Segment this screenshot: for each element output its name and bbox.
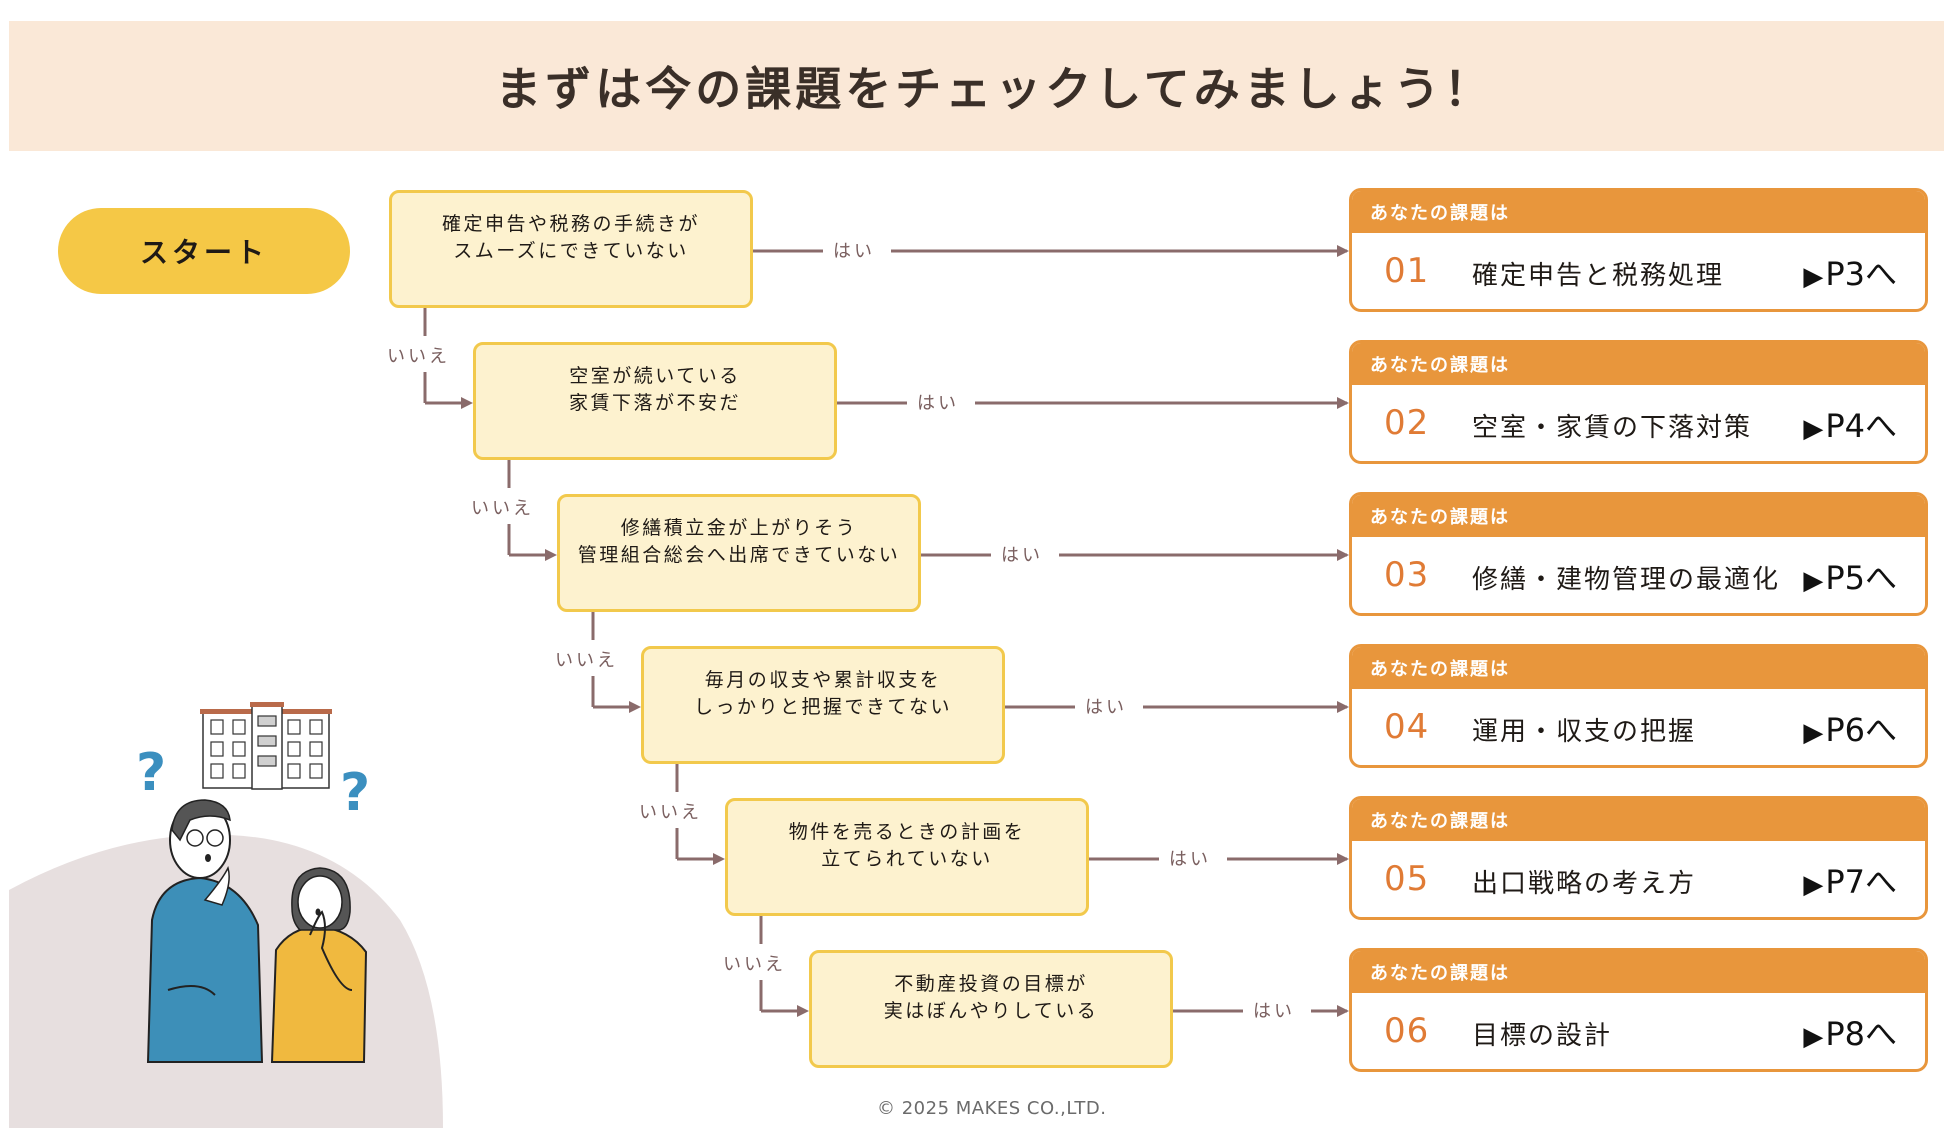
- result-header: あなたの課題は: [1352, 495, 1925, 537]
- play-triangle-icon: ▶: [1803, 870, 1824, 900]
- play-triangle-icon: ▶: [1803, 718, 1824, 748]
- yes-label: はい: [917, 389, 959, 415]
- result-number: 03: [1384, 555, 1430, 595]
- result-card-05[interactable]: あなたの課題は 05 出口戦略の考え方 ▶P7へ: [1349, 796, 1928, 920]
- result-card-02[interactable]: あなたの課題は 02 空室・家賃の下落対策 ▶P4へ: [1349, 340, 1928, 464]
- result-number: 04: [1384, 707, 1430, 747]
- yes-arrow-head: [1337, 549, 1349, 561]
- no-label: いいえ: [387, 342, 450, 368]
- yes-label: はい: [1253, 997, 1295, 1023]
- page-link[interactable]: ▶P7へ: [1803, 857, 1897, 903]
- start-button[interactable]: スタート: [58, 208, 350, 294]
- result-header: あなたの課題は: [1352, 799, 1925, 841]
- yes-label: はい: [1001, 541, 1043, 567]
- result-header: あなたの課題は: [1352, 191, 1925, 233]
- result-body: 05 出口戦略の考え方 ▶P7へ: [1352, 841, 1925, 917]
- question-line-1: 修繕積立金が上がりそう: [620, 517, 858, 539]
- result-card-06[interactable]: あなたの課題は 06 目標の設計 ▶P8へ: [1349, 948, 1928, 1072]
- result-body: 03 修繕・建物管理の最適化 ▶P5へ: [1352, 537, 1925, 613]
- result-card-03[interactable]: あなたの課題は 03 修繕・建物管理の最適化 ▶P5へ: [1349, 492, 1928, 616]
- no-label: いいえ: [723, 950, 786, 976]
- couple-thinking-illustration: ? ?: [9, 702, 443, 1128]
- yes-label: はい: [1169, 845, 1211, 871]
- result-number: 06: [1384, 1011, 1430, 1051]
- page-link[interactable]: ▶P3へ: [1803, 249, 1897, 295]
- no-label: いいえ: [639, 798, 702, 824]
- question-line-2: 管理組合総会へ出席できていない: [577, 544, 901, 566]
- copyright: © 2025 MAKES CO.,LTD.: [877, 1098, 1107, 1119]
- no-label: いいえ: [555, 646, 618, 672]
- question-line-1: 物件を売るときの計画を: [788, 821, 1026, 843]
- question-line-1: 毎月の収支や累計収支を: [704, 669, 942, 691]
- question-line-2: 実はぼんやりしている: [883, 1000, 1099, 1022]
- result-title: 修繕・建物管理の最適化: [1472, 565, 1781, 595]
- result-card-01[interactable]: あなたの課題は 01 確定申告と税務処理 ▶P3へ: [1349, 188, 1928, 312]
- page-title: まずは今の課題をチェックしてみましょう！: [495, 62, 1494, 116]
- result-body: 04 運用・収支の把握 ▶P6へ: [1352, 689, 1925, 765]
- play-triangle-icon: ▶: [1803, 414, 1824, 444]
- result-title: 確定申告と税務処理: [1472, 261, 1725, 291]
- no-arrow-head: [461, 397, 473, 409]
- question-box-4[interactable]: 毎月の収支や累計収支を しっかりと把握できてない: [641, 646, 1005, 764]
- question-line-1: 確定申告や税務の手続きが: [441, 213, 700, 235]
- question-line-1: 空室が続いている: [569, 365, 741, 387]
- result-number: 05: [1384, 859, 1430, 899]
- question-box-6[interactable]: 不動産投資の目標が 実はぼんやりしている: [809, 950, 1173, 1068]
- result-body: 02 空室・家賃の下落対策 ▶P4へ: [1352, 385, 1925, 461]
- page-link[interactable]: ▶P6へ: [1803, 705, 1897, 751]
- result-header: あなたの課題は: [1352, 647, 1925, 689]
- page-link-label: P5へ: [1825, 559, 1897, 597]
- yes-arrow-head: [1337, 397, 1349, 409]
- yes-arrow-head: [1337, 1005, 1349, 1017]
- page-link-label: P8へ: [1825, 1015, 1897, 1053]
- no-arrow-head: [713, 853, 725, 865]
- result-number: 01: [1384, 251, 1430, 291]
- header-band: まずは今の課題をチェックしてみましょう！: [9, 21, 1944, 151]
- no-arrow-head: [797, 1005, 809, 1017]
- man-figure: [146, 799, 264, 1063]
- question-mark-icon: ?: [136, 743, 166, 803]
- question-mark-icon: ?: [340, 763, 370, 823]
- result-body: 06 目標の設計 ▶P8へ: [1352, 993, 1925, 1069]
- yes-arrow-head: [1337, 853, 1349, 865]
- page-link-label: P7へ: [1825, 863, 1897, 901]
- question-line-2: 立てられていない: [821, 848, 993, 870]
- question-line-2: 家賃下落が不安だ: [568, 392, 741, 414]
- question-line-2: スムーズにできていない: [453, 240, 689, 262]
- result-title: 空室・家賃の下落対策: [1472, 413, 1753, 443]
- apartment-building-icon: [200, 702, 332, 790]
- page-link-label: P6へ: [1825, 711, 1897, 749]
- play-triangle-icon: ▶: [1803, 262, 1824, 292]
- question-box-1[interactable]: 確定申告や税務の手続きが スムーズにできていない: [389, 190, 753, 308]
- yes-label: はい: [1085, 693, 1127, 719]
- result-title: 目標の設計: [1472, 1021, 1613, 1051]
- result-header: あなたの課題は: [1352, 343, 1925, 385]
- result-title: 出口戦略の考え方: [1472, 869, 1697, 899]
- question-line-1: 不動産投資の目標が: [894, 973, 1088, 995]
- result-title: 運用・収支の把握: [1472, 717, 1697, 747]
- no-arrow-head: [629, 701, 641, 713]
- question-box-2[interactable]: 空室が続いている 家賃下落が不安だ: [473, 342, 837, 460]
- yes-arrow-head: [1337, 701, 1349, 713]
- result-number: 02: [1384, 403, 1430, 443]
- play-triangle-icon: ▶: [1803, 566, 1824, 596]
- question-line-2: しっかりと把握できてない: [693, 696, 952, 718]
- result-card-04[interactable]: あなたの課題は 04 運用・収支の把握 ▶P6へ: [1349, 644, 1928, 768]
- woman-figure: [270, 867, 368, 1063]
- question-box-3[interactable]: 修繕積立金が上がりそう 管理組合総会へ出席できていない: [557, 494, 921, 612]
- result-body: 01 確定申告と税務処理 ▶P3へ: [1352, 233, 1925, 309]
- question-box-5[interactable]: 物件を売るときの計画を 立てられていない: [725, 798, 1089, 916]
- page-link-label: P4へ: [1825, 407, 1897, 445]
- no-arrow-head: [545, 549, 557, 561]
- result-header: あなたの課題は: [1352, 951, 1925, 993]
- page-link-label: P3へ: [1825, 255, 1897, 293]
- yes-arrow-head: [1337, 245, 1349, 257]
- yes-label: はい: [833, 237, 875, 263]
- page-link[interactable]: ▶P8へ: [1803, 1009, 1897, 1055]
- page-link[interactable]: ▶P5へ: [1803, 553, 1897, 599]
- no-label: いいえ: [471, 494, 534, 520]
- page-link[interactable]: ▶P4へ: [1803, 401, 1897, 447]
- play-triangle-icon: ▶: [1803, 1022, 1824, 1052]
